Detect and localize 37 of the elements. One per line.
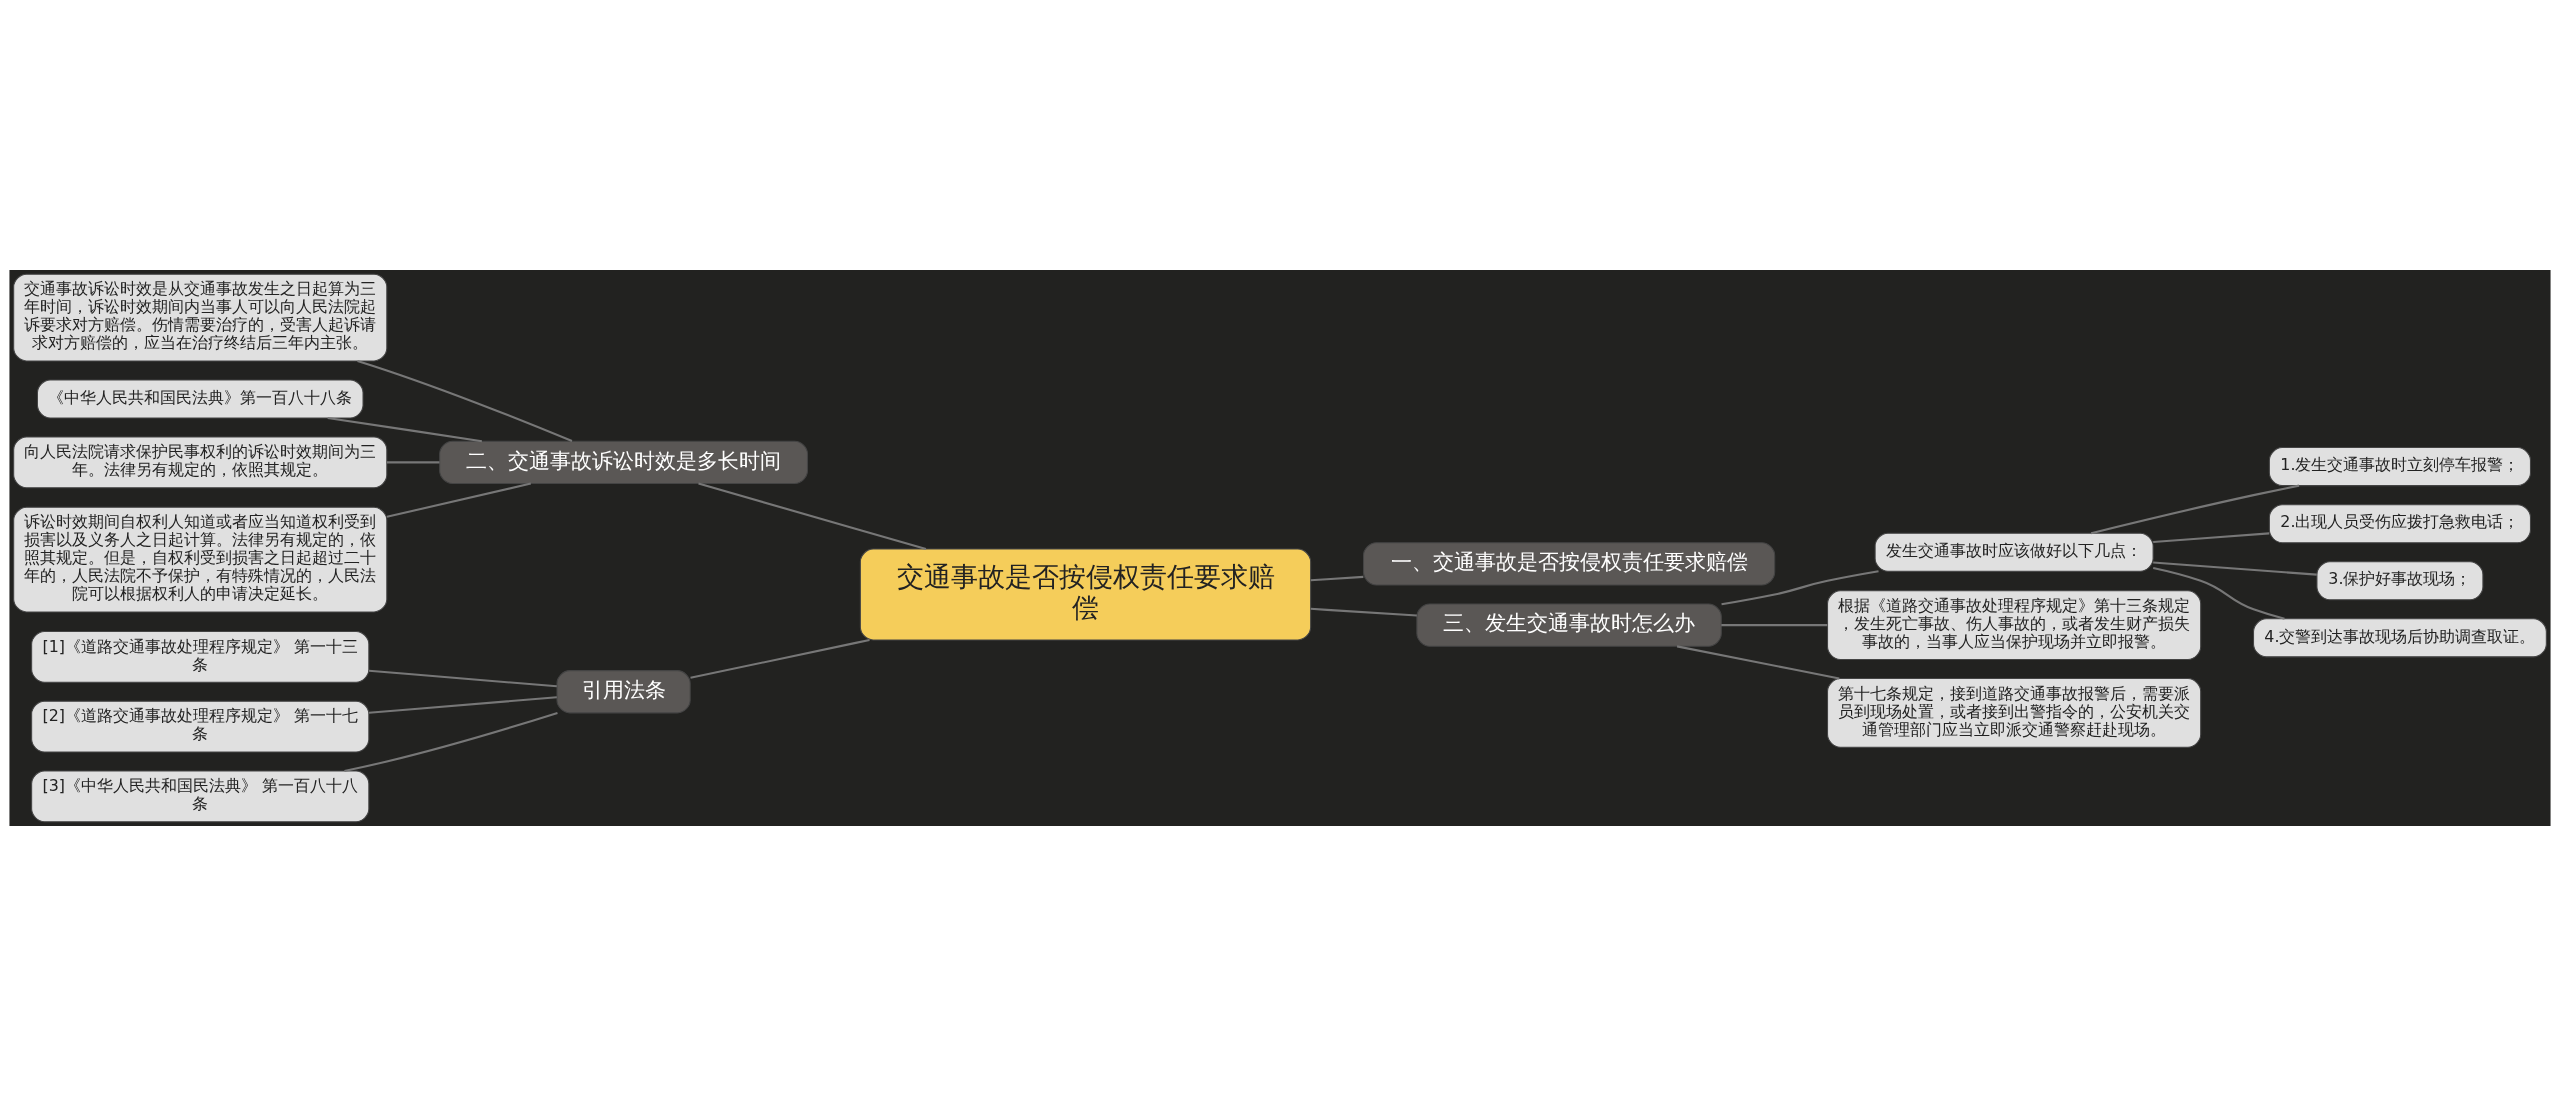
connector <box>2090 484 2300 534</box>
node-box: 三、发生交通事故时怎么办 <box>1416 603 1722 647</box>
connector <box>1310 607 1417 617</box>
connector <box>368 669 557 687</box>
node-box: 一、交通事故是否按侵权责任要求赔偿 <box>1363 541 1776 586</box>
connector <box>1310 575 1364 581</box>
node-box: 第十七条规定，接到道路交通事故报警后，需要派员到现场处置，或者接到出警指令的，公安机关交通管理部门应当立即派交通警察赶赴现场。 <box>1827 677 2202 748</box>
node-box: 《中华人民共和国民法典》第一百八十八条 <box>36 378 364 418</box>
connector <box>698 482 927 550</box>
connector <box>2152 566 2285 620</box>
connector <box>1676 644 1840 679</box>
node-box: 1.发生交通事故时立刻停车报警； <box>2268 446 2531 486</box>
connector <box>386 482 532 518</box>
node-box: [3]《中华人民共和国民法典》 第一百八十八条 <box>31 770 370 822</box>
connector <box>1721 623 1828 626</box>
connector <box>2153 531 2270 543</box>
node-box: 交通事故是否按侵权责任要求赔偿 <box>859 548 1312 640</box>
connector <box>2153 560 2317 576</box>
node-box: 发生交通事故时应该做好以下几点： <box>1874 532 2154 572</box>
connector <box>690 638 870 679</box>
connector <box>344 711 558 772</box>
node-box: 根据《道路交通事故处理程序规定》第十三条规定，发生死亡事故、伤人事故的，或者发生财产损失事故的，当事人应当保护现场并立即报警。 <box>1827 589 2202 660</box>
node-box: [1]《道路交通事故处理程序规定》 第一十三条 <box>31 630 370 683</box>
connector <box>368 695 557 714</box>
node-box: 交通事故诉讼时效是从交通事故发生之日起算为三年时间，诉讼时效期间内当事人可以向人民法院起诉要求对方赔偿。伤情需要治疗的，受害人起诉请求对方赔偿的，应当在治疗终结后三年内主张。 <box>13 273 388 361</box>
connector <box>357 359 573 442</box>
node-box: [2]《道路交通事故处理程序规定》 第一十七条 <box>31 700 370 753</box>
node-box: 4.交警到达事故现场后协助调查取证。 <box>2253 617 2547 657</box>
node-box: 二、交通事故诉讼时效是多长时间 <box>439 440 809 484</box>
node-box: 引用法条 <box>556 669 691 713</box>
node-box: 向人民法院请求保护民事权利的诉讼时效期间为三年。法律另有规定的，依照其规定。 <box>13 436 388 488</box>
node-box: 2.出现人员受伤应拨打急救电话； <box>2268 503 2531 543</box>
connector <box>387 460 440 463</box>
node-box: 诉讼时效期间自权利人知道或者应当知道权利受到损害以及义务人之日起计算。法律另有规定的，依照其规定。但是，自权利受到损害之日起超过二十年的，人民法院不予保护，有特殊情况的，人民法院可以根据权利人的申请决定延长。 <box>13 506 388 612</box>
connector <box>327 416 483 442</box>
node-box: 3.保护好事故现场； <box>2316 560 2484 600</box>
connector <box>1721 569 1879 605</box>
